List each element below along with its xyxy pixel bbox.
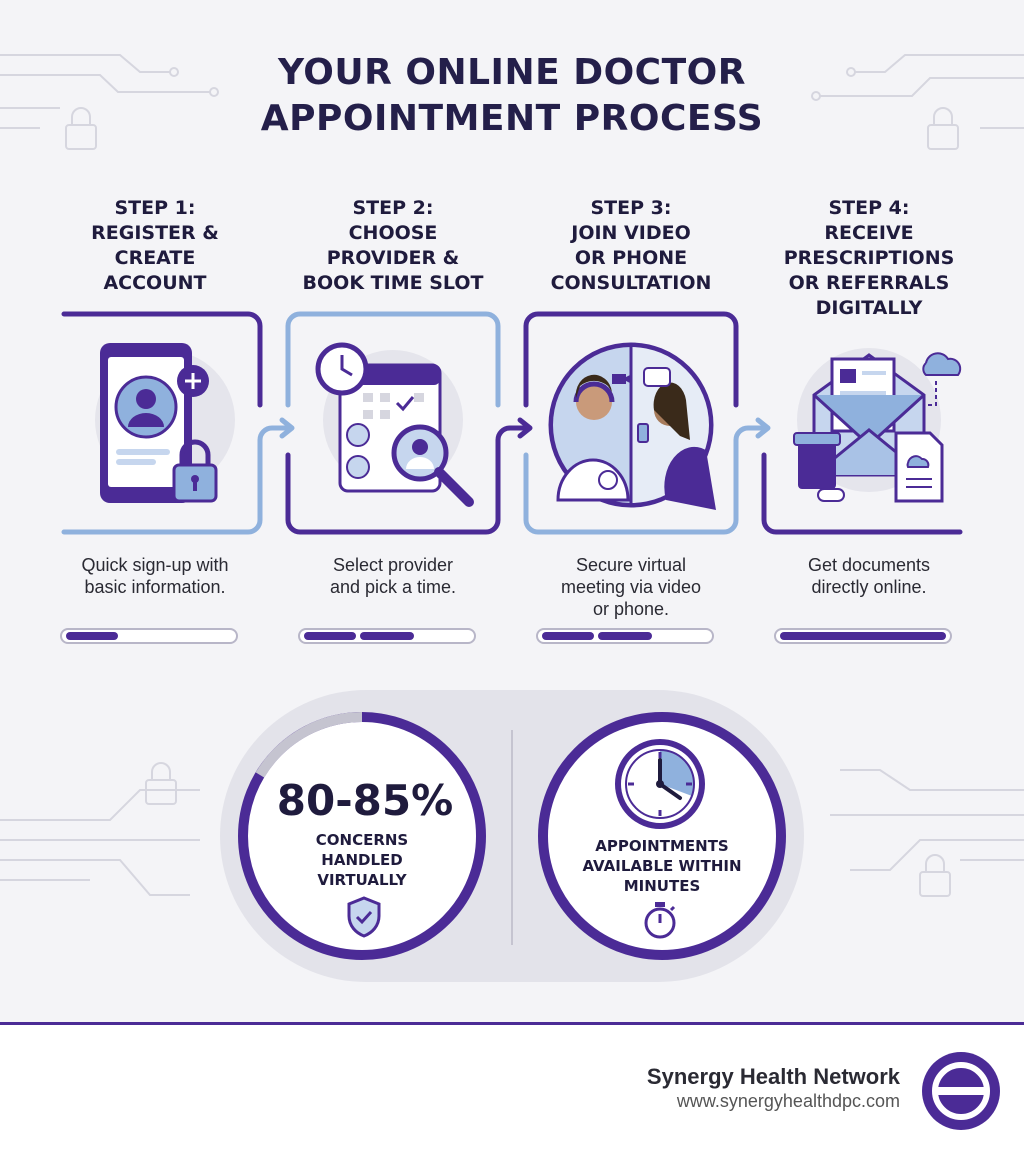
stat-label-appointments: APPOINTMENTS AVAILABLE WITHIN MINUTES xyxy=(562,836,762,896)
stats-divider xyxy=(511,730,513,945)
step-3-description-line: meeting via video xyxy=(560,577,702,597)
page-title-line-1: YOUR ONLINE DOCTOR xyxy=(278,52,746,93)
step-4: STEP 4: RECEIVE PRESCRIPTIONS OR REFERRA… xyxy=(754,0,984,660)
progress-segment xyxy=(542,632,594,640)
footer-divider xyxy=(0,1022,1024,1025)
synergy-logo-icon xyxy=(922,1052,1000,1130)
step-1-heading: STEP 1: REGISTER & CREATE ACCOUNT xyxy=(40,196,270,296)
step-4-heading-line: PRESCRIPTIONS xyxy=(783,247,955,269)
step-3-progress-bar xyxy=(536,628,714,644)
phone-account-icon xyxy=(95,343,235,503)
step-4-heading-line: OR REFERRALS xyxy=(788,272,950,294)
video-consultation-icon xyxy=(548,342,716,510)
step-4-heading: STEP 4: RECEIVE PRESCRIPTIONS OR REFERRA… xyxy=(754,196,984,321)
step-4-description-line: Get documents xyxy=(807,555,931,575)
step-4-heading-line: RECEIVE xyxy=(824,222,914,244)
step-3-heading-line: OR PHONE xyxy=(574,247,688,269)
step-1-heading-line: ACCOUNT xyxy=(103,272,207,294)
stopwatch-icon xyxy=(644,902,676,939)
envelope-documents-icon xyxy=(793,348,962,503)
step-3-heading-line: CONSULTATION xyxy=(550,272,712,294)
progress-segment xyxy=(780,632,946,640)
step-4-description: Get documents directly online. xyxy=(754,554,984,598)
progress-segment xyxy=(66,632,118,640)
stat-ring-track xyxy=(255,712,363,778)
calendar-search-icon xyxy=(315,342,474,507)
stat-label-line: APPOINTMENTS xyxy=(595,837,729,855)
brand-url[interactable]: www.synergyhealthdpc.com xyxy=(676,1091,900,1111)
brand-name: Synergy Health Network xyxy=(646,1064,900,1089)
step-4-progress-bar xyxy=(774,628,952,644)
step-1-description-line: basic information. xyxy=(84,577,226,597)
stat-label-line: MINUTES xyxy=(623,877,701,895)
shield-check-icon xyxy=(347,896,381,938)
stat-value-concerns: 80-85% xyxy=(276,776,454,825)
step-1: STEP 1: REGISTER & CREATE ACCOUNT Quick … xyxy=(40,0,270,660)
step-2-description-line: and pick a time. xyxy=(329,577,457,597)
step-4-description-line: directly online. xyxy=(811,577,927,597)
step-1-description-line: Quick sign-up with xyxy=(81,555,229,575)
step-2-description: Select provider and pick a time. xyxy=(278,554,508,598)
progress-segment xyxy=(598,632,652,640)
step-4-heading-line: STEP 4: xyxy=(828,197,910,219)
progress-segment xyxy=(304,632,356,640)
step-1-description: Quick sign-up with basic information. xyxy=(40,554,270,598)
page-title-line-2: APPOINTMENT PROCESS xyxy=(260,98,764,139)
step-2: STEP 2: CHOOSE PROVIDER & BOOK TIME SLOT… xyxy=(278,0,508,660)
stat-label-concerns: CONCERNS HANDLED VIRTUALLY xyxy=(262,830,462,890)
step-2-heading-line: PROVIDER & xyxy=(326,247,460,269)
stat-label-line: HANDLED xyxy=(321,851,403,869)
page-title: YOUR ONLINE DOCTOR APPOINTMENT PROCESS xyxy=(0,50,1024,142)
step-2-description-line: Select provider xyxy=(332,555,454,575)
step-3-description-line: or phone. xyxy=(592,599,670,619)
step-2-progress-bar xyxy=(298,628,476,644)
step-1-heading-line: REGISTER & xyxy=(91,222,219,244)
clock-icon xyxy=(615,739,705,829)
step-3-description-line: Secure virtual xyxy=(575,555,687,575)
step-2-heading-line: CHOOSE xyxy=(348,222,438,244)
step-3-description: Secure virtual meeting via video or phon… xyxy=(516,554,746,620)
step-3-heading-line: JOIN VIDEO xyxy=(571,222,691,244)
step-3: STEP 3: JOIN VIDEO OR PHONE CONSULTATION… xyxy=(516,0,746,660)
step-1-heading-line: STEP 1: xyxy=(114,197,196,219)
step-3-heading: STEP 3: JOIN VIDEO OR PHONE CONSULTATION xyxy=(516,196,746,296)
step-1-progress-bar xyxy=(60,628,238,644)
footer xyxy=(0,1025,1024,1154)
stat-label-line: AVAILABLE WITHIN xyxy=(582,857,742,875)
step-3-heading-line: STEP 3: xyxy=(590,197,672,219)
step-2-heading-line: STEP 2: xyxy=(352,197,434,219)
stat-label-line: CONCERNS xyxy=(315,831,409,849)
stat-label-line: VIRTUALLY xyxy=(317,871,407,889)
step-4-heading-line: DIGITALLY xyxy=(815,297,923,319)
progress-segment xyxy=(360,632,414,640)
step-2-heading-line: BOOK TIME SLOT xyxy=(302,272,484,294)
step-2-heading: STEP 2: CHOOSE PROVIDER & BOOK TIME SLOT xyxy=(278,196,508,296)
step-1-heading-line: CREATE xyxy=(114,247,196,269)
